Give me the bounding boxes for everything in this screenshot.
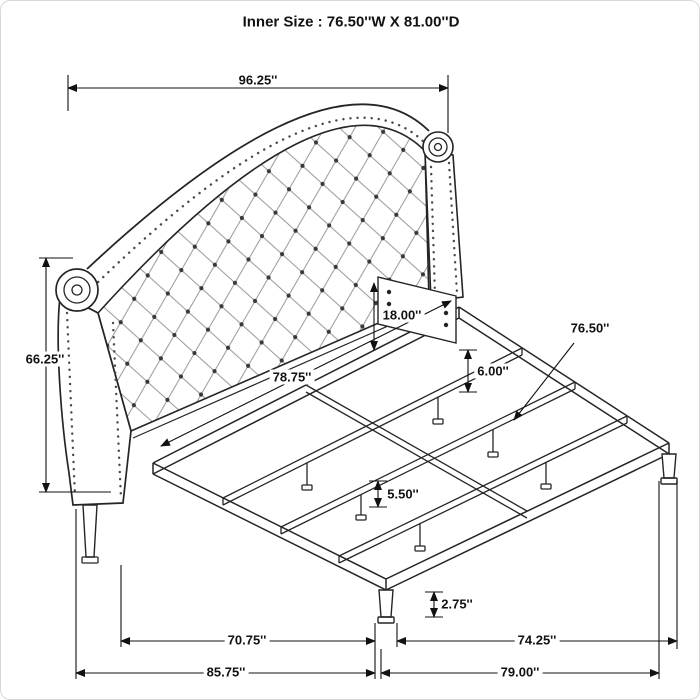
dim-rail-height: 6.00'' xyxy=(474,363,512,379)
dim-foot-leg-height: 2.75'' xyxy=(438,596,476,612)
left-headboard-leg xyxy=(82,504,98,558)
dim-side-rail-inner-length: 70.75'' xyxy=(224,632,270,648)
dim-footboard-inner-width: 74.25'' xyxy=(514,632,560,648)
dim-headboard-inner-width: 78.75'' xyxy=(269,369,315,385)
nailhead-trim-arc xyxy=(91,116,428,289)
dim-overall-length: 85.75'' xyxy=(203,664,249,680)
dim-headboard-height: 66.25'' xyxy=(22,351,68,367)
dim-inner-width: 76.50'' xyxy=(567,320,613,336)
inner-width-leader xyxy=(513,342,575,421)
dim-support-leg-height: 5.50'' xyxy=(384,486,422,502)
foot-legs xyxy=(377,453,678,624)
dim-overall-width: 79.00'' xyxy=(497,664,543,680)
left-scroll xyxy=(55,268,99,312)
dim-headboard-width: 96.25'' xyxy=(235,72,281,88)
right-scroll xyxy=(422,131,454,163)
dim-bracket-height: 18.00'' xyxy=(379,307,425,323)
page-title: Inner Size : 76.50''W X 81.00''D xyxy=(242,13,460,31)
